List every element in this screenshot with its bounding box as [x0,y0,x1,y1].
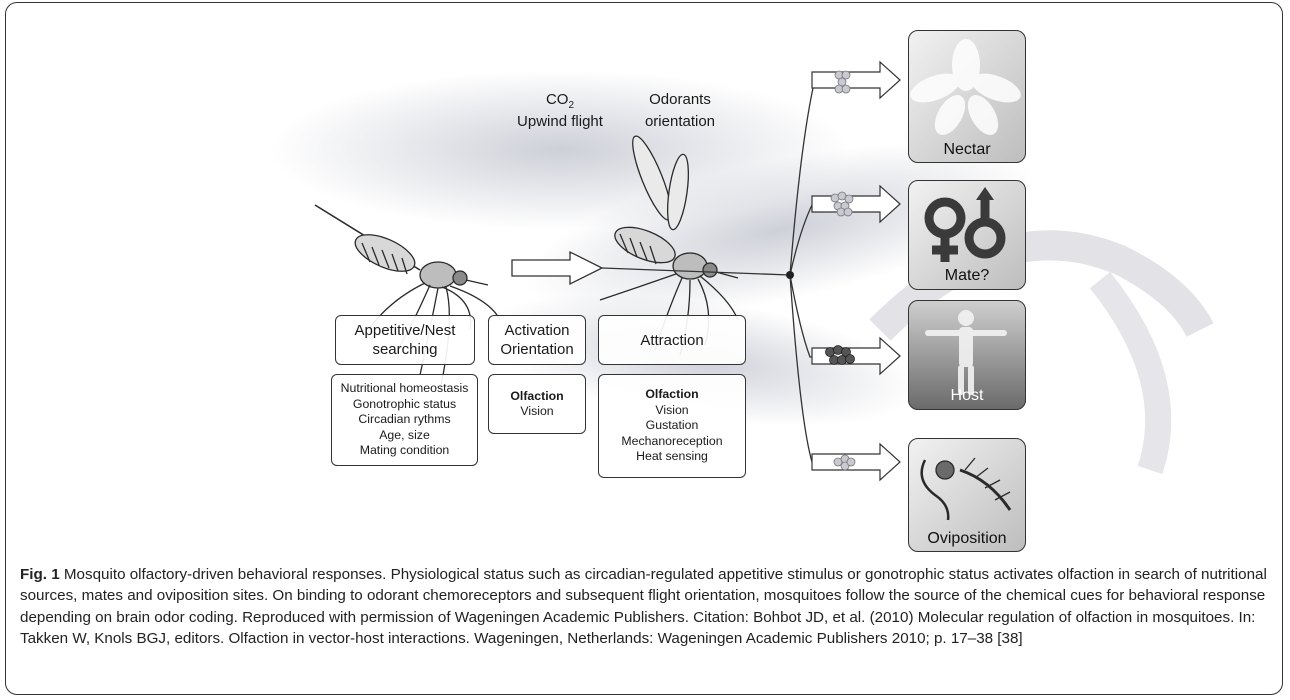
larva-icon [920,457,1012,521]
co2-subscript: 2 [568,100,575,111]
stage-title-line: Attraction [640,331,704,349]
mosquito-flying-icon [599,135,739,356]
target-panel-art [908,30,1026,552]
diagram: CO2 Upwind flight Odorants orientation A… [270,30,1214,552]
factor-item: Vision [655,402,689,417]
figure-caption: Fig. 1 Mosquito olfactory-driven behavio… [20,564,1270,650]
factor-item: Olfaction [645,387,699,402]
stage-title-line: searching [372,341,438,358]
stage-box-appetitive: Appetitive/Nest searching [335,315,475,365]
gender-symbols-icon [924,195,1006,262]
factor-item: Nutritional homeostasis [340,381,469,396]
flower-icon [910,39,1021,135]
target-label: Nectar [943,141,991,158]
factor-item: Age, size [379,427,430,442]
factor-item: Mating condition [359,443,450,458]
factor-item: Mechanoreception [621,433,723,448]
caption-lead: Fig. 1 [20,566,60,583]
factor-box-activation: Olfaction Vision [488,374,586,434]
branch-point [786,271,794,279]
human-figure-icon [925,310,1007,395]
factor-item: Gustation [645,418,699,433]
co2-text: CO [545,91,569,108]
target-panel-nectar: Nectar [908,30,1026,163]
odorant-arrows [811,60,901,482]
factor-box-appetitive: Nutritional homeostasis Gonotrophic stat… [331,374,478,466]
factor-item: Vision [520,404,554,418]
target-label: Host [950,387,984,404]
orientation-label: orientation [644,113,716,130]
target-panel-mate: Mate? [908,180,1026,290]
stage-title-line: Orientation [500,341,574,358]
diagram-svg [270,30,1214,552]
co2-label: CO2 [500,90,620,115]
stage-box-activation: Activation Orientation [488,315,586,365]
target-label: Oviposition [927,530,1007,547]
target-label: Mate? [944,267,990,284]
stage-box-attraction: Attraction [598,315,746,365]
target-panel-oviposition: Oviposition [908,438,1026,552]
stage-title-line: Appetitive/Nest [354,322,456,339]
factor-item: Gonotrophic status [352,396,457,411]
factor-item: Heat sensing [636,449,708,464]
factor-item: Olfaction [510,388,564,403]
odorants-label: Odorants [649,91,711,108]
caption-text: Mosquito olfactory-driven behavioral res… [20,566,1267,648]
target-panel-host: Host [908,300,1026,410]
figure-frame [5,2,1283,695]
factor-box-attraction: Olfaction Vision Gustation Mechanorecept… [598,374,746,478]
upwind-flight-label: Upwind flight [517,113,603,130]
flight-arrow [511,250,604,286]
factor-item: Circadian rythms [358,412,451,427]
stage-title-line: Activation [504,322,570,339]
